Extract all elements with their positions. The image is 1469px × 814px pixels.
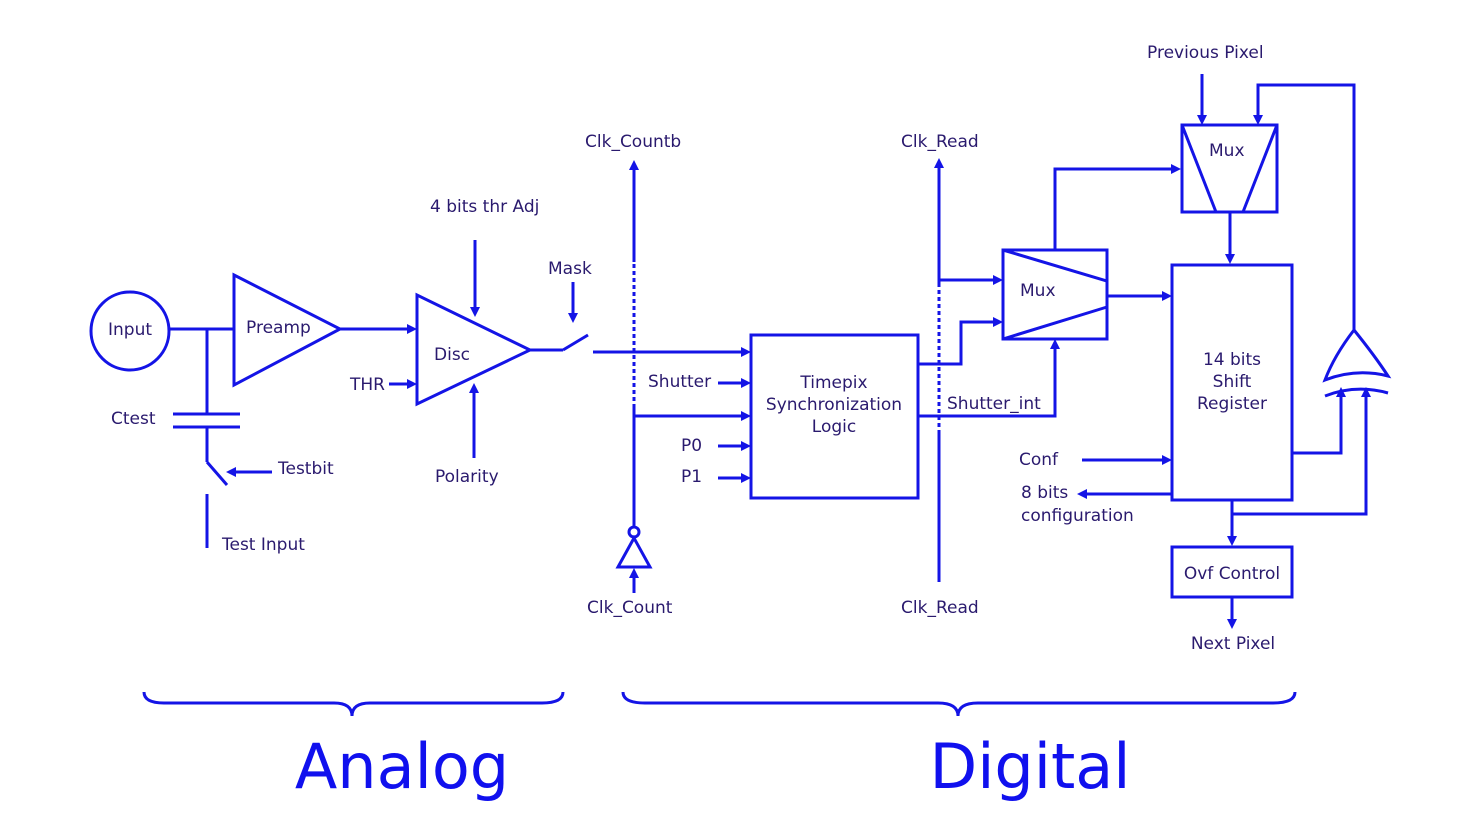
arrow-thr-adj [470, 307, 480, 317]
shift-register-line2: Shift [1213, 372, 1252, 392]
arrow-polarity [469, 383, 479, 393]
sync-logic-line1: Timepix [799, 373, 867, 393]
mux-mid-diag-1 [1002, 248, 1108, 283]
arrow-register-bottom-to-xor [1361, 387, 1371, 397]
wire-register-bottom-to-xor [1232, 396, 1368, 516]
ovf-control-label: Ovf Control [1184, 564, 1280, 584]
wire-sync-to-mux [918, 320, 994, 366]
clk-read-bottom-label: Clk_Read [901, 598, 979, 618]
ctest-label: Ctest [111, 409, 156, 429]
arrow-hit [741, 347, 751, 357]
p1-label: P1 [681, 467, 702, 487]
clk-countb-label: Clk_Countb [585, 132, 681, 152]
arrow-next-pixel [1227, 619, 1237, 629]
arrow-shutter [741, 378, 751, 388]
xor-gate [1322, 327, 1392, 383]
arrow-preamp-disc [407, 324, 417, 334]
thr-label: THR [349, 375, 385, 395]
arrow-p1 [741, 473, 751, 483]
arrow-clk-to-sync [741, 411, 751, 421]
sync-logic-line2: Synchronization [766, 395, 902, 415]
clk-read-top-label: Clk_Read [901, 132, 979, 152]
next-pixel-label: Next Pixel [1191, 634, 1275, 654]
arrow-shutter-int [1050, 339, 1060, 349]
arrow-thr [407, 379, 417, 389]
arrow-clk-read-to-mux [993, 275, 1003, 285]
sync-logic-block [749, 333, 920, 500]
sync-logic-line3: Logic [812, 417, 856, 437]
mux-top-diag-1 [1180, 124, 1218, 213]
xor-gate-input-curve [1324, 387, 1389, 398]
config-line2: configuration [1021, 506, 1134, 526]
shift-register-block [1170, 263, 1294, 502]
arrow-mux-to-top-mux [1171, 164, 1181, 174]
previous-pixel-label: Previous Pixel [1147, 43, 1264, 63]
wire-xor-feedback [1256, 83, 1356, 330]
clk-count-label: Clk_Count [587, 598, 673, 618]
shift-register-line1: 14 bits [1203, 350, 1261, 370]
testbit-switch [205, 461, 229, 486]
test-input-label: Test Input [221, 535, 305, 555]
wire-register-to-xor [1292, 396, 1343, 455]
shutter-int-label: Shutter_int [947, 394, 1041, 414]
arrow-clk-read [934, 158, 944, 168]
polarity-label: Polarity [435, 467, 499, 487]
disc-label: Disc [434, 345, 470, 365]
digital-section-title: Digital [929, 730, 1130, 803]
mask-switch [562, 333, 589, 352]
digital-brace [621, 691, 1297, 717]
wire-mux-to-top-mux [1053, 167, 1172, 250]
arrow-mask [568, 313, 578, 323]
arrow-xor-feedback [1253, 115, 1263, 125]
wire-shutter-int [918, 348, 1057, 418]
arrow-mux-top-to-register [1225, 254, 1235, 264]
input-node [89, 290, 171, 372]
config-line1: 8 bits [1021, 483, 1068, 503]
arrow-clk-countb [629, 160, 639, 170]
preamp-label: Preamp [246, 318, 311, 338]
mux-top-block [1180, 123, 1279, 214]
conf-label: Conf [1019, 450, 1059, 470]
analog-section-title: Analog [295, 730, 509, 803]
arrow-p0 [741, 441, 751, 451]
arrow-config-out [1077, 489, 1087, 499]
arrow-testbit [226, 467, 236, 477]
disc-block [415, 292, 534, 407]
arrow-mux-to-register [1162, 291, 1172, 301]
mux-mid-diag-2 [1002, 305, 1108, 341]
mask-label: Mask [548, 259, 592, 279]
ovf-control-block [1170, 545, 1294, 599]
arrow-register-to-xor [1336, 387, 1346, 397]
mux-top-label: Mux [1209, 141, 1245, 161]
thr-adj-label: 4 bits thr Adj [430, 197, 539, 217]
analog-brace [142, 691, 565, 717]
p0-label: P0 [681, 436, 702, 456]
mux-mid-label: Mux [1020, 281, 1056, 301]
testbit-label: Testbit [277, 459, 334, 479]
mux-top-diag-2 [1241, 124, 1279, 213]
arrow-clk-count [629, 568, 639, 578]
preamp-block [232, 272, 344, 388]
shutter-label: Shutter [648, 372, 711, 392]
arrow-previous-pixel [1197, 115, 1207, 125]
arrow-conf [1162, 455, 1172, 465]
arrow-sync-to-mux [993, 317, 1003, 327]
inverter-block [615, 534, 653, 569]
arrow-register-to-ovf [1227, 536, 1237, 546]
input-label: Input [108, 320, 152, 340]
shift-register-line3: Register [1197, 394, 1267, 414]
